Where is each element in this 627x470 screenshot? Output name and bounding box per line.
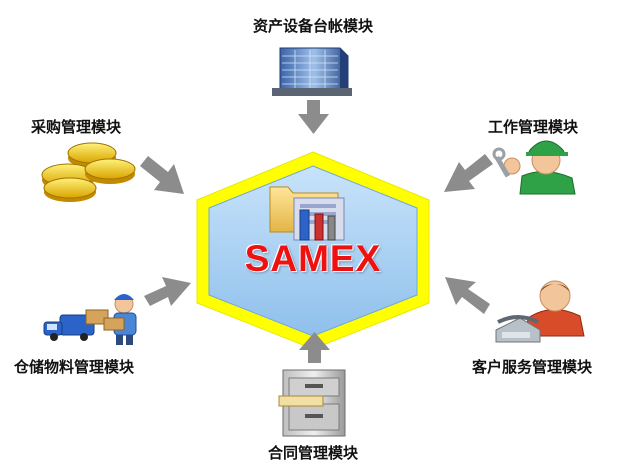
telephone-operator-icon [495,280,585,343]
arrow-top-left [140,156,184,194]
arrow-bottom [299,332,330,363]
module-label-bottom-right: 客户服务管理模块 [472,358,593,376]
module-label-top-right: 工作管理模块 [488,118,579,136]
module-label-top-left: 采购管理模块 [31,118,122,136]
hub-label: SAMEX [244,238,382,279]
module-label-bottom: 合同管理模块 [267,444,359,462]
office-building-icon [272,47,352,96]
gold-coins-icon [41,142,136,202]
module-label-bottom-left: 仓储物料管理模块 [14,358,135,376]
arrow-top-right [444,154,493,192]
folder-with-tools-icon [269,186,345,241]
filing-cabinet-icon [278,369,346,437]
arrow-bottom-left [144,277,191,306]
worker-with-wrench-icon [492,140,576,195]
delivery-truck-worker-icon [43,294,137,345]
arrow-bottom-right [445,277,490,314]
module-label-top: 资产设备台帐模块 [252,17,374,35]
arrow-top [298,100,329,134]
